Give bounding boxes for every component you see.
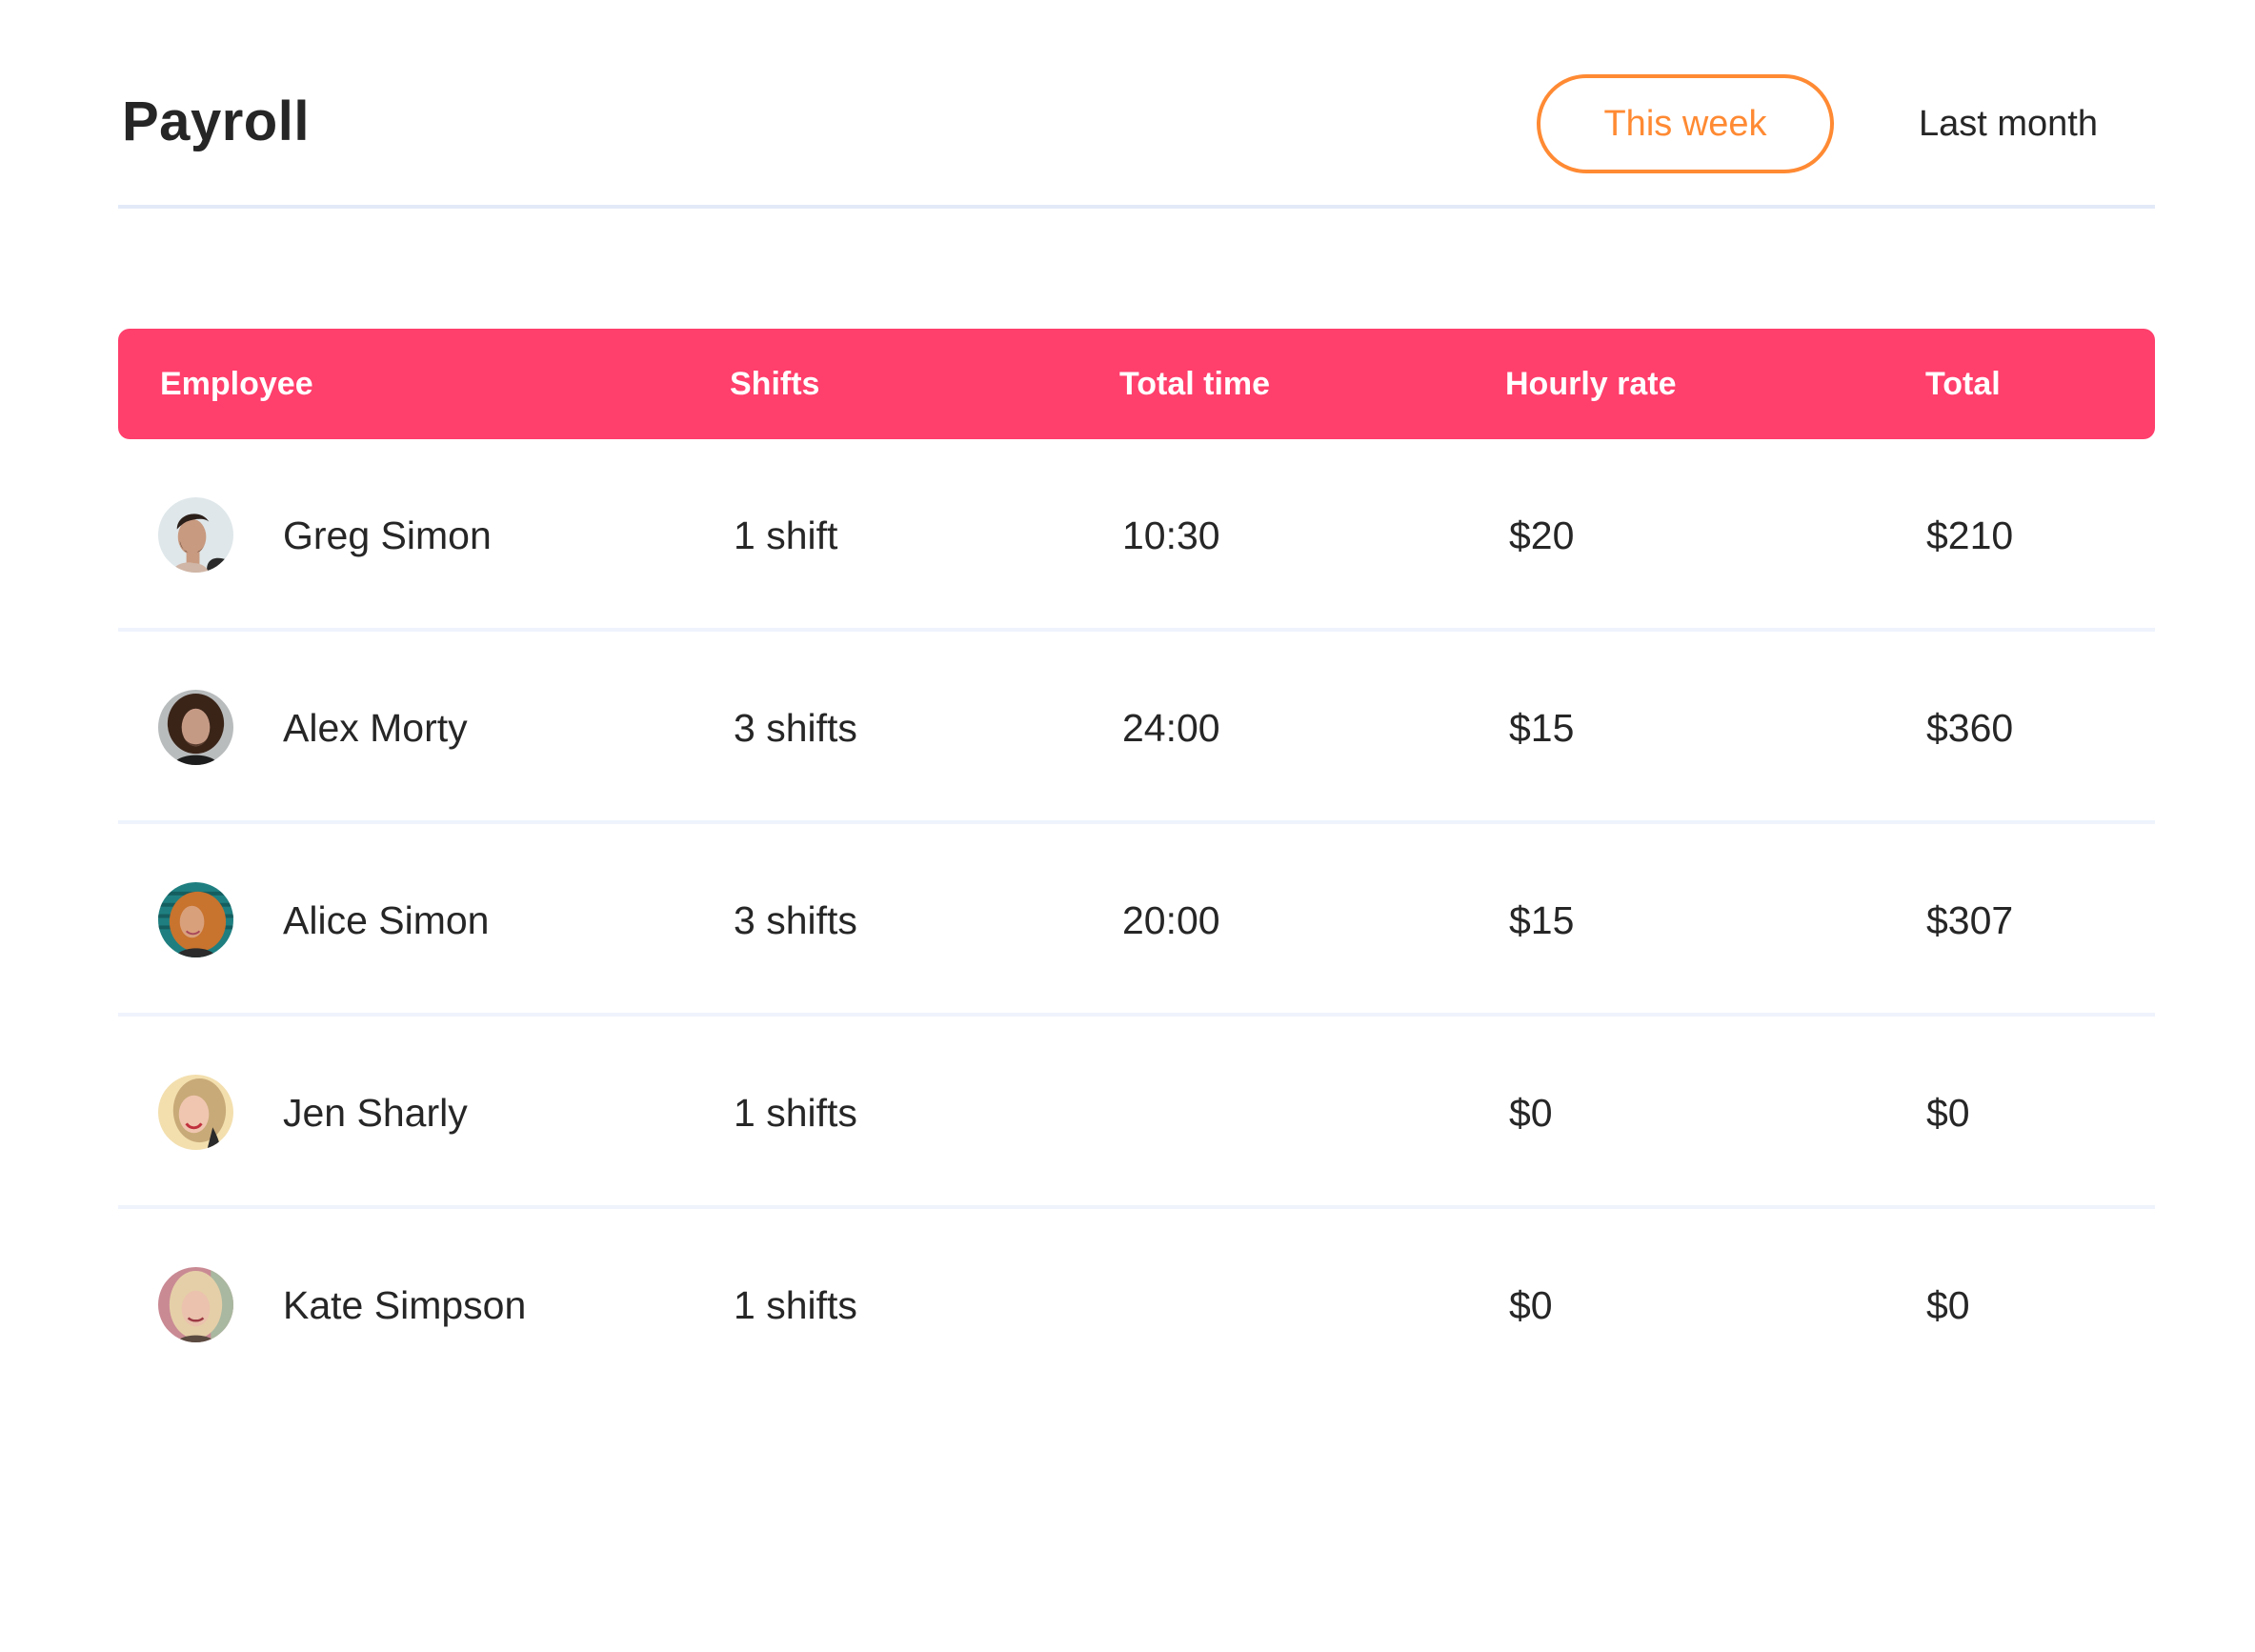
total-value: $0 [1926,1283,1970,1327]
payroll-table-body: Greg Simon 1 shift 10:30 $20 $210 Alex M… [118,439,2155,1401]
table-row[interactable]: Kate Simpson 1 shifts $0 $0 [118,1209,2155,1401]
employee-name: Alice Simon [283,898,490,942]
total-value: $360 [1926,706,2014,750]
avatar-photo-icon [158,497,233,573]
employee-name: Kate Simpson [283,1283,527,1327]
hourly-rate-value: $15 [1509,898,1575,942]
total-value: $307 [1926,898,2014,942]
hourly-rate-value: $20 [1509,514,1575,557]
this-week-button[interactable]: This week [1537,74,1834,173]
table-row[interactable]: Alice Simon 3 shifts 20:00 $15 $307 [118,824,2155,1017]
total-value: $210 [1926,514,2014,557]
avatar [158,882,233,957]
avatar-photo-icon [158,690,233,765]
employee-name: Greg Simon [283,514,492,557]
total-time-value: 10:30 [1122,514,1220,557]
page-title: Payroll [122,91,310,152]
shifts-value: 1 shifts [734,1283,857,1327]
total-time-value: 20:00 [1122,898,1220,942]
avatar-photo-icon [158,1267,233,1342]
table-row[interactable]: Jen Sharly 1 shifts $0 $0 [118,1017,2155,1209]
column-header-total-time[interactable]: Total time [1119,366,1271,402]
table-header: Employee Shifts Total time Hourly rate T… [118,329,2155,439]
total-time-value: 24:00 [1122,706,1220,750]
employee-name: Jen Sharly [283,1091,468,1135]
hourly-rate-value: $0 [1509,1091,1553,1135]
last-month-button[interactable]: Last month [1870,74,2146,173]
column-header-total[interactable]: Total [1925,366,2001,402]
shifts-value: 1 shift [734,514,838,557]
employee-name: Alex Morty [283,706,468,750]
avatar [158,1075,233,1150]
shifts-value: 3 shifts [734,706,857,750]
shifts-value: 1 shifts [734,1091,857,1135]
column-header-hourly-rate[interactable]: Hourly rate [1505,366,1677,402]
column-header-shifts[interactable]: Shifts [730,366,820,402]
table-row[interactable]: Greg Simon 1 shift 10:30 $20 $210 [118,439,2155,632]
hourly-rate-value: $0 [1509,1283,1553,1327]
header-divider [118,205,2155,209]
shifts-value: 3 shifts [734,898,857,942]
avatar-photo-icon [158,882,233,957]
avatar [158,1267,233,1342]
hourly-rate-value: $15 [1509,706,1575,750]
avatar-photo-icon [158,1075,233,1150]
table-row[interactable]: Alex Morty 3 shifts 24:00 $15 $360 [118,632,2155,824]
column-header-employee[interactable]: Employee [160,366,313,402]
avatar [158,690,233,765]
total-value: $0 [1926,1091,1970,1135]
avatar [158,497,233,573]
period-toggle: This week Last month [1537,74,2146,173]
